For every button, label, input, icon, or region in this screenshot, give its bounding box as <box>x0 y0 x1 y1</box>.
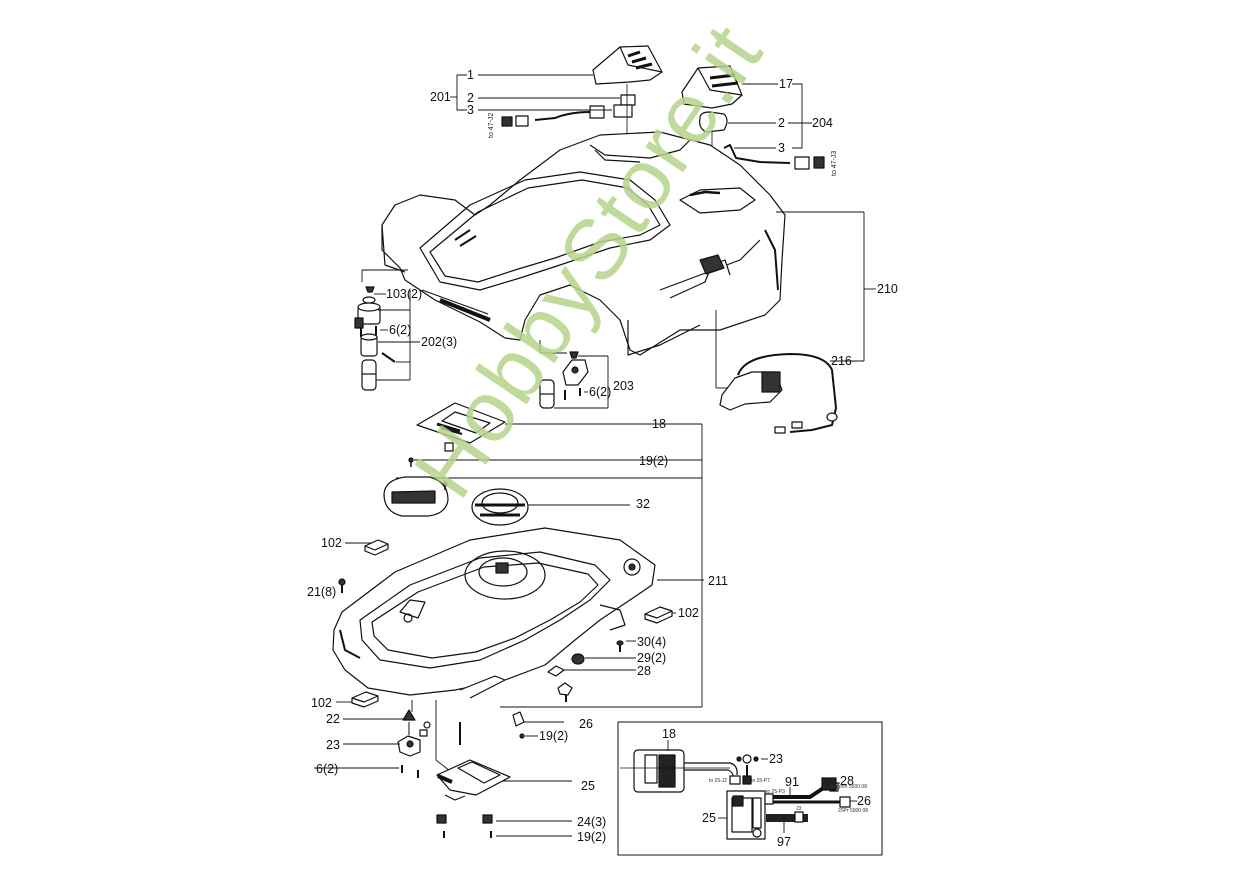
callout-lines-203 <box>539 340 609 409</box>
callout-216: 216 <box>831 354 852 368</box>
callout-lines-204 <box>728 83 812 149</box>
inset-callout-18: 18 <box>662 727 676 741</box>
inset-callout-26: 26 <box>857 794 871 808</box>
callout-204: 204 <box>812 116 833 130</box>
callout-19-bottom: 19(2) <box>577 830 607 844</box>
callout-32: 32 <box>636 497 650 511</box>
callout-18: 18 <box>652 417 666 431</box>
chassis-211 <box>332 527 656 699</box>
callout-lines-202 <box>361 269 420 381</box>
inset-note-to-25-p3: to 25-P3 <box>766 789 785 795</box>
motor-part-32 <box>471 488 529 526</box>
callout-6-bottom: 6(2) <box>316 762 339 776</box>
inset-schematic <box>617 721 883 856</box>
keypad-cover-18 <box>416 402 506 452</box>
callout-lines-right-group <box>396 423 703 707</box>
inset-callout-28: 28 <box>840 774 854 788</box>
circuit-board-25 <box>436 759 511 801</box>
callout-25: 25 <box>581 779 595 793</box>
callout-6-rear: 6(2) <box>589 385 612 399</box>
clip-28 <box>547 665 573 702</box>
cover-part-1 <box>592 45 663 85</box>
callout-28: 28 <box>637 664 651 678</box>
callout-24: 24(3) <box>577 815 607 829</box>
connector-note-47-j2: to 47-J2 <box>488 112 495 138</box>
callout-3-right: 3 <box>778 141 785 155</box>
inset-callout-97: 97 <box>777 835 791 849</box>
screw-30 <box>616 640 624 652</box>
callout-22: 22 <box>326 712 340 726</box>
clips-24 <box>436 814 493 838</box>
rubber-block-102-a <box>364 539 389 556</box>
screw-19-top <box>408 457 414 467</box>
callout-19-top: 19(2) <box>639 454 669 468</box>
connector-note-47-j3: to 47-J3 <box>831 150 838 176</box>
callout-3-left: 3 <box>467 103 474 117</box>
callout-lines-bottom-left <box>314 718 405 769</box>
wheel-mount-202 <box>354 286 396 391</box>
callout-102-left: 102 <box>321 536 342 550</box>
callout-17: 17 <box>779 77 793 91</box>
callout-203: 203 <box>613 379 634 393</box>
callout-23: 23 <box>326 738 340 752</box>
callout-102-bottom: 102 <box>311 696 332 710</box>
callout-210: 210 <box>877 282 898 296</box>
callout-21: 21(8) <box>307 585 337 599</box>
inset-note-to-25-j2: to 25-J2 <box>709 778 728 784</box>
inset-note-to-25-p7: to 25-P7 <box>751 778 770 784</box>
inset-note-j3: J3 <box>796 806 802 812</box>
bracket-26 <box>512 711 525 739</box>
body-shell-210 <box>381 131 786 356</box>
callout-6-wheel: 6(2) <box>389 323 412 337</box>
callout-19-mid: 19(2) <box>539 729 569 743</box>
rubber-block-102-b <box>644 606 673 624</box>
callout-2-right: 2 <box>778 116 785 130</box>
inset-callout-25: 25 <box>702 811 716 825</box>
callout-2-left: 2 <box>467 91 474 105</box>
screw-21 <box>338 578 346 593</box>
callout-26: 26 <box>579 717 593 731</box>
pin-22-23 <box>397 709 431 757</box>
callout-1: 1 <box>467 68 474 82</box>
rubber-block-102-c <box>336 691 379 708</box>
callout-29: 29(2) <box>637 651 667 665</box>
nut-29 <box>571 653 585 665</box>
callout-lines-201 <box>450 74 620 111</box>
callout-211: 211 <box>708 574 728 588</box>
callout-201: 201 <box>430 90 451 104</box>
callout-lines-210 <box>715 211 876 389</box>
wheel-mount-203 <box>539 351 589 409</box>
screws-6-bottom <box>401 722 461 778</box>
callout-102-right: 102 <box>678 606 699 620</box>
inset-callout-23: 23 <box>769 752 783 766</box>
callout-202: 202(3) <box>421 335 458 349</box>
callout-lines-chassis <box>345 542 704 837</box>
callout-30: 30(4) <box>637 635 667 649</box>
wiring-harness-216 <box>719 353 838 434</box>
inset-note-support: Support 5000 08 <box>830 784 867 790</box>
inset-callout-91: 91 <box>785 775 799 789</box>
stop-button-cover <box>383 476 449 517</box>
callout-103: 103(2) <box>386 287 423 301</box>
inset-note-ref-26: 20Pr 5000 08 <box>838 808 869 814</box>
cover-part-17 <box>681 65 743 109</box>
